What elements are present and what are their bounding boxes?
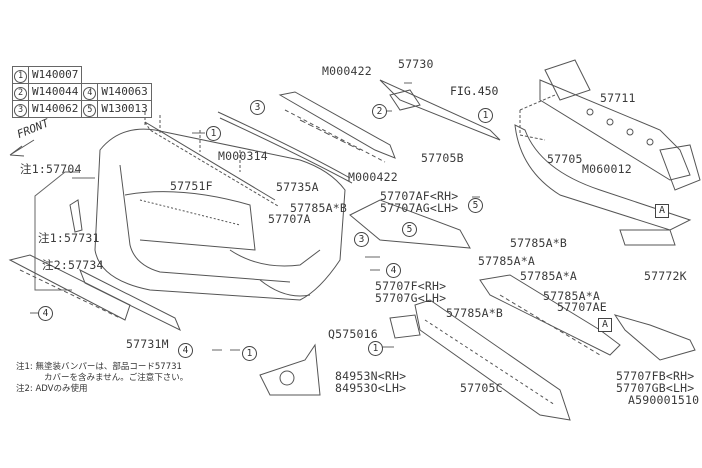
part-label-57785A-B-1[interactable]: 57785A*B xyxy=(290,201,347,215)
fastener-legend-table: 1 W140007 2 W140044 4 W140063 3 W140062 … xyxy=(12,66,152,118)
part-label-57772K[interactable]: 57772K xyxy=(644,269,687,283)
skid-plate-57705C xyxy=(414,299,571,421)
bumper-face-57704 xyxy=(94,128,346,301)
bracket-57707AF xyxy=(349,199,471,249)
rod-57735A xyxy=(217,111,351,179)
beam-57711 xyxy=(519,59,701,191)
part-label-57734[interactable]: 注2:57734 xyxy=(42,258,104,272)
callout-3[interactable]: 3 xyxy=(250,100,265,115)
callout-3[interactable]: 3 xyxy=(354,232,369,247)
part-label-84953N[interactable]: 84953N<RH> xyxy=(335,369,407,383)
part-label-57785A-A-3[interactable]: 57785A*A xyxy=(543,289,600,303)
part-label-57711[interactable]: 57711 xyxy=(600,91,636,105)
legend-code: W140044 xyxy=(27,83,83,101)
legend-row: 1 W140007 xyxy=(12,66,152,84)
bracket-57707F xyxy=(389,314,421,339)
legend-num: 1 xyxy=(14,70,27,83)
part-label-57707AG[interactable]: 57707AG<LH> xyxy=(380,201,459,215)
part-label-57707AE[interactable]: 57707AE xyxy=(557,300,607,314)
part-label-57705B[interactable]: 57705B xyxy=(421,151,464,165)
legend-code: W130013 xyxy=(97,100,152,118)
part-label-57705C[interactable]: 57705C xyxy=(460,381,503,395)
legend-code: W140063 xyxy=(97,83,152,101)
reference-marker-A[interactable]: A xyxy=(655,204,669,218)
bracket-57707FB xyxy=(613,314,696,361)
diagram-id-label: A590001510 xyxy=(628,393,700,407)
part-label-57785A-B-3[interactable]: 57785A*B xyxy=(446,306,503,320)
callout-4[interactable]: 4 xyxy=(38,306,53,321)
callout-1[interactable]: 1 xyxy=(478,108,493,123)
part-label-57730[interactable]: 57730 xyxy=(398,57,434,71)
part-label-57785A-A-1[interactable]: 57785A*A xyxy=(478,254,535,268)
legend-row: 2 W140044 4 W140063 xyxy=(12,83,152,101)
part-label-84953O[interactable]: 84953O<LH> xyxy=(335,381,407,395)
part-label-57707F[interactable]: 57707F<RH> xyxy=(375,279,447,293)
front-arrow-icon xyxy=(9,139,35,157)
callout-2[interactable]: 2 xyxy=(372,104,387,119)
note-1-line-2: カバーを含みません。ご注意下さい。 xyxy=(44,373,189,383)
figure-reference[interactable]: FIG.450 xyxy=(450,84,499,98)
cover-57705 xyxy=(514,124,692,231)
part-label-57707G[interactable]: 57707G<LH> xyxy=(375,291,447,305)
part-label-M000314[interactable]: M000314 xyxy=(218,149,268,163)
note-2: 注2: ADVのみ使用 xyxy=(16,384,88,394)
fog-cover-84953 xyxy=(259,343,321,396)
callout-5[interactable]: 5 xyxy=(402,222,417,237)
footnotes: 注1: 無塗装バンパーは、部品コード57731 カバーを含みません。ご注意下さい… xyxy=(16,362,188,395)
legend-num: 4 xyxy=(83,87,97,100)
callout-1[interactable]: 1 xyxy=(242,346,257,361)
callout-1[interactable]: 1 xyxy=(206,126,221,141)
part-label-57707A[interactable]: 57707A xyxy=(268,212,311,226)
legend-code: W140007 xyxy=(27,66,83,84)
callout-4[interactable]: 4 xyxy=(178,343,193,358)
part-label-57705[interactable]: 57705 xyxy=(547,152,583,166)
part-label-M060012[interactable]: M060012 xyxy=(582,162,632,176)
part-label-57707GB[interactable]: 57707GB<LH> xyxy=(616,381,695,395)
reference-marker-A[interactable]: A xyxy=(598,318,612,332)
part-label-57735A[interactable]: 57735A xyxy=(276,180,319,194)
part-label-57707AF[interactable]: 57707AF<RH> xyxy=(380,189,459,203)
part-label-57707FB[interactable]: 57707FB<RH> xyxy=(616,369,695,383)
part-label-57704[interactable]: 注1:57704 xyxy=(20,162,82,176)
legend-num: 2 xyxy=(14,87,27,100)
callout-5[interactable]: 5 xyxy=(468,198,483,213)
note-1-line-1: 注1: 無塗装バンパーは、部品コード57731 xyxy=(16,362,182,372)
legend-row: 3 W140062 5 W130013 xyxy=(12,100,152,118)
part-label-M000422-mid[interactable]: M000422 xyxy=(348,170,398,184)
legend-code: W140062 xyxy=(27,100,83,118)
strip-57751F xyxy=(144,112,279,207)
callout-4[interactable]: 4 xyxy=(386,263,401,278)
part-label-57731[interactable]: 注1:57731 xyxy=(38,231,100,245)
callout-1[interactable]: 1 xyxy=(368,341,383,356)
part-label-M000422-top[interactable]: M000422 xyxy=(322,64,372,78)
cover-57731 xyxy=(69,199,83,233)
part-label-57751F[interactable]: 57751F xyxy=(170,179,213,193)
legend-num: 3 xyxy=(14,104,27,117)
part-label-Q575016[interactable]: Q575016 xyxy=(328,327,378,341)
part-label-57785A-A-2[interactable]: 57785A*A xyxy=(520,269,577,283)
part-label-57731M[interactable]: 57731M xyxy=(126,337,169,351)
grille-57731M xyxy=(79,268,181,332)
bracket-57772K xyxy=(619,229,676,246)
grille-57705B xyxy=(278,91,396,163)
legend-num: 5 xyxy=(83,104,97,117)
part-label-57785A-B-2[interactable]: 57785A*B xyxy=(510,236,567,250)
cover-57730 xyxy=(379,79,501,141)
beam-57707AE xyxy=(479,274,621,356)
